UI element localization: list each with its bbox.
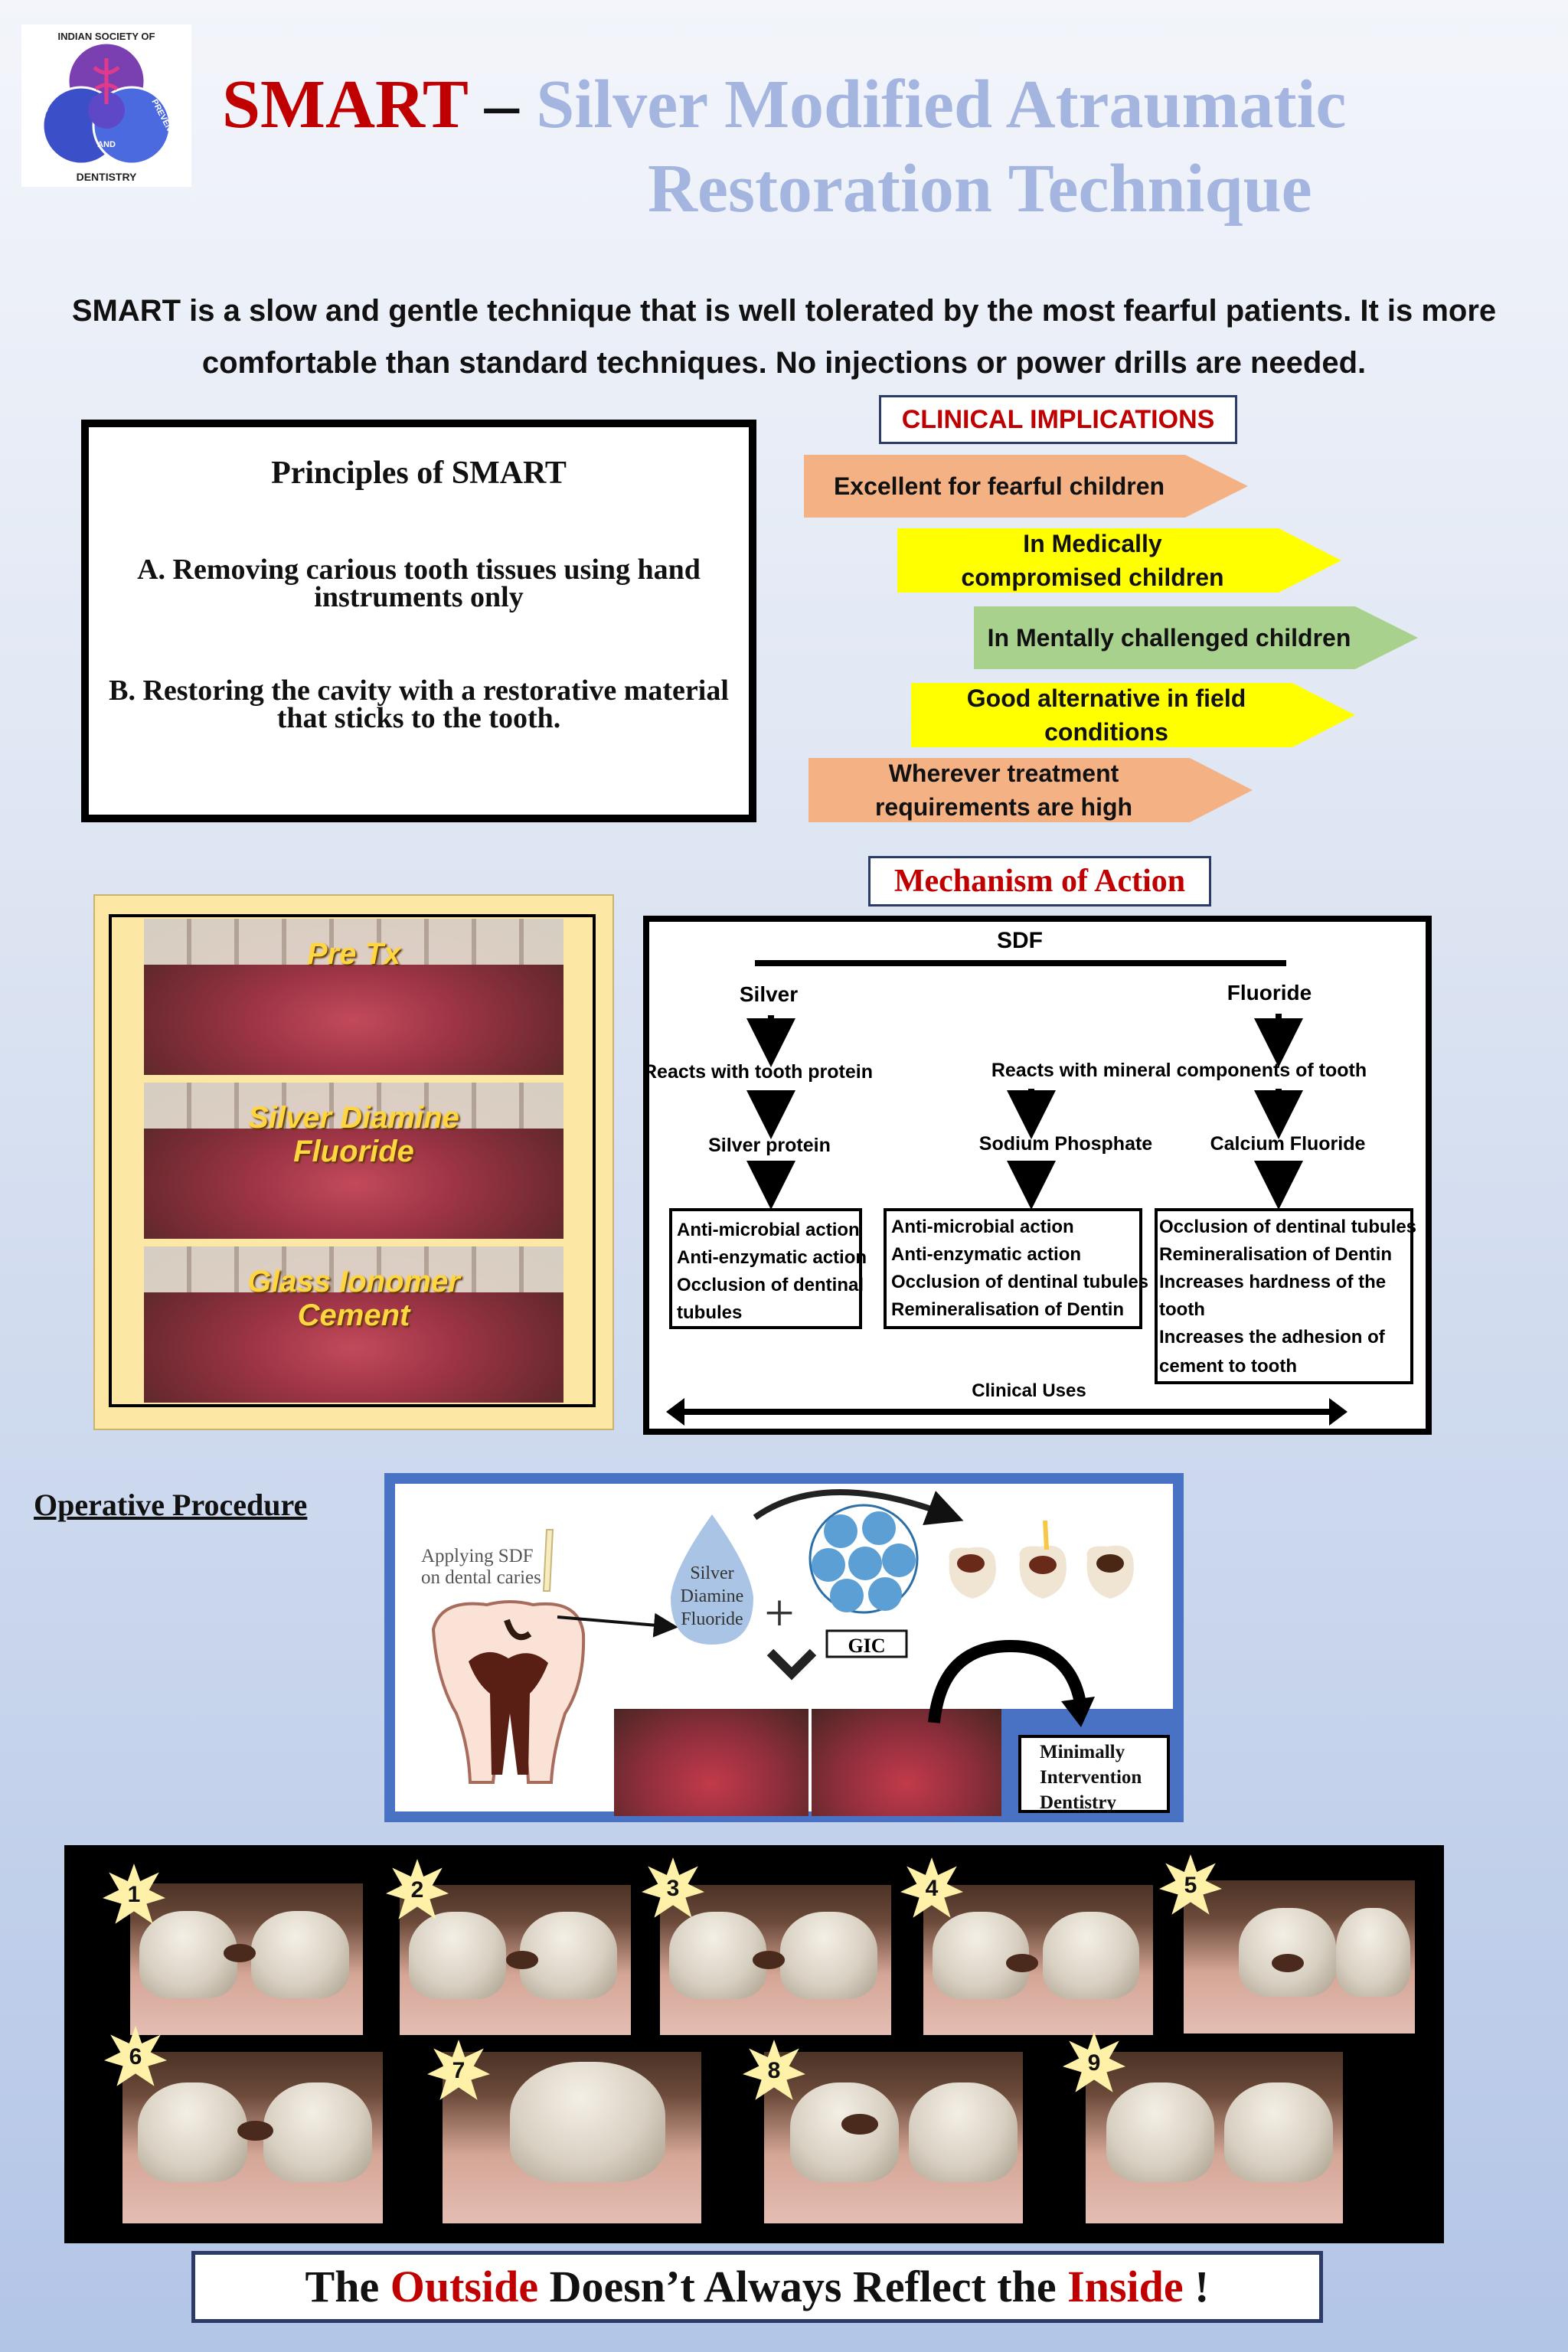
chevron-down-icon: [766, 1648, 817, 1681]
step-photo-4: [923, 1885, 1153, 2035]
svg-text:cement to tooth: cement to tooth: [1159, 1356, 1297, 1377]
step-photo-8: [764, 2052, 1023, 2223]
mechanism-diagram: SDF Silver Fluoride Reacts with tooth pr…: [643, 916, 1432, 1435]
sdf-drop-icon: [671, 1514, 753, 1645]
clinical-implications-title: CLINICAL IMPLICATIONS: [879, 395, 1237, 444]
operative-procedure-title: Operative Procedure: [34, 1488, 308, 1522]
svg-text:INDIAN SOCIETY OF: INDIAN SOCIETY OF: [58, 31, 155, 42]
curved-arrow-mid-icon: [928, 1639, 1095, 1727]
calcium-actions-box: [1155, 1208, 1413, 1384]
silver-reacts-label: Reacts with tooth protein: [643, 1061, 873, 1083]
svg-text:DENTISTRY: DENTISTRY: [77, 171, 137, 183]
principle-b: B. Restoring the cavity with a restorati…: [109, 675, 729, 734]
title-line1: Silver Modified Atraumatic: [536, 67, 1347, 142]
step-photo-6: [122, 2052, 383, 2223]
tooth-pulp-icon: [469, 1651, 548, 1775]
operative-photo-before: [614, 1709, 808, 1816]
svg-text:on dental caries: on dental caries: [421, 1567, 541, 1588]
svg-text:Fluoride: Fluoride: [681, 1609, 743, 1629]
clinical-item-requirements: Wherever treatment requirements are high: [808, 758, 1253, 822]
principles-box: Principles of SMART A. Removing carious …: [81, 420, 756, 822]
clinical-item-fearful: Excellent for fearful children: [804, 455, 1248, 518]
applicator-icon: [542, 1529, 554, 1592]
svg-text:tubules: tubules: [677, 1302, 742, 1323]
clinical-uses-label: Clinical Uses: [972, 1380, 1086, 1401]
svg-text:Anti-microbial action: Anti-microbial action: [891, 1217, 1074, 1237]
mechanism-title: Mechanism of Action: [868, 856, 1211, 906]
title-acronym: SMART: [222, 67, 468, 142]
svg-text:Increases hardness of the: Increases hardness of the: [1159, 1272, 1386, 1292]
svg-text:Remineralisation of Dentin: Remineralisation of Dentin: [891, 1299, 1124, 1320]
silver-label: Silver: [740, 982, 798, 1006]
gic-particles-icon: [808, 1504, 919, 1614]
calcium-fluoride-label: Calcium Fluoride: [1210, 1133, 1366, 1155]
logo-emblem: INDIAN SOCIETY OF PEDODONTICS PREVENTIVE…: [30, 31, 183, 183]
silver-protein-label: Silver protein: [708, 1135, 831, 1156]
svg-text:Anti-enzymatic action: Anti-enzymatic action: [891, 1244, 1081, 1265]
svg-text:Applying SDF: Applying SDF: [421, 1546, 534, 1566]
svg-text:tooth: tooth: [1159, 1299, 1205, 1320]
sodium-phosphate-label: Sodium Phosphate: [979, 1133, 1153, 1155]
svg-text:Occlusion of dentinal tubules: Occlusion of dentinal tubules: [1159, 1217, 1416, 1237]
plus-sign: +: [764, 1584, 794, 1643]
page-title: SMART – Silver Modified Atraumatic: [222, 70, 1346, 139]
footer-outside: Outside: [390, 2262, 539, 2311]
step-photo-2: [400, 1885, 631, 2035]
step-photo-9: [1086, 2052, 1343, 2223]
curved-arrow-icon: [753, 1488, 964, 1526]
step-photo-5: [1184, 1880, 1415, 2034]
principle-a: A. Removing carious tooth tissues using …: [137, 554, 701, 613]
svg-text:Increases the adhesion of: Increases the adhesion of: [1159, 1327, 1386, 1348]
society-logo: INDIAN SOCIETY OF PEDODONTICS PREVENTIVE…: [21, 24, 191, 187]
svg-text:Occlusion of dentinal tubules: Occlusion of dentinal tubules: [891, 1272, 1148, 1292]
fluoride-label: Fluoride: [1227, 981, 1312, 1004]
photo-pre-treatment: Pre Tx: [144, 919, 564, 1075]
title-dash: –: [467, 67, 537, 142]
step-photo-3: [660, 1885, 891, 2035]
gic-label-box: [825, 1629, 908, 1658]
clinical-item-mentally: In Mentally challenged children: [974, 606, 1418, 669]
clinical-item-field: Good alternative in field conditions: [911, 683, 1355, 747]
title-line2: Restoration Technique: [648, 151, 1312, 227]
svg-text:AND: AND: [97, 140, 116, 149]
svg-text:Anti-enzymatic action: Anti-enzymatic action: [677, 1247, 867, 1268]
svg-text:Diamine: Diamine: [681, 1586, 744, 1606]
photo-silver-diamine-fluoride: Silver Diamine Fluoride: [144, 1083, 564, 1239]
clinical-item-medically: In Medically compromised children: [897, 528, 1341, 593]
silver-actions-box: [669, 1208, 862, 1329]
step-photo-7: [443, 2052, 701, 2223]
mid-box: Minimally Intervention Dentistry: [1018, 1735, 1170, 1813]
footer-tagline: The Outside Doesn’t Always Reflect the I…: [191, 2251, 1323, 2323]
footer-inside: Inside: [1067, 2262, 1184, 2311]
svg-text:Occlusion of dentinal: Occlusion of dentinal: [677, 1275, 864, 1295]
gic-label: GIC: [848, 1635, 885, 1657]
mineral-reacts-label: Reacts with mineral components of tooth: [991, 1060, 1367, 1081]
sodium-actions-box: [884, 1208, 1142, 1329]
photo-glass-ionomer-cement: Glass Ionomer Cement: [144, 1246, 564, 1403]
svg-text:Anti-microbial action: Anti-microbial action: [677, 1220, 860, 1240]
svg-text:Remineralisation of Dentin: Remineralisation of Dentin: [1159, 1244, 1392, 1265]
svg-text:Silver: Silver: [690, 1563, 733, 1583]
restored-teeth-icon: [949, 1521, 1134, 1599]
step-photo-1: [130, 1883, 363, 2035]
intro-text: SMART is a slow and gentle technique tha…: [71, 294, 1497, 380]
operative-photo-after: [812, 1709, 1001, 1816]
sdf-label: SDF: [997, 928, 1043, 953]
principles-heading: Principles of SMART: [271, 456, 567, 491]
